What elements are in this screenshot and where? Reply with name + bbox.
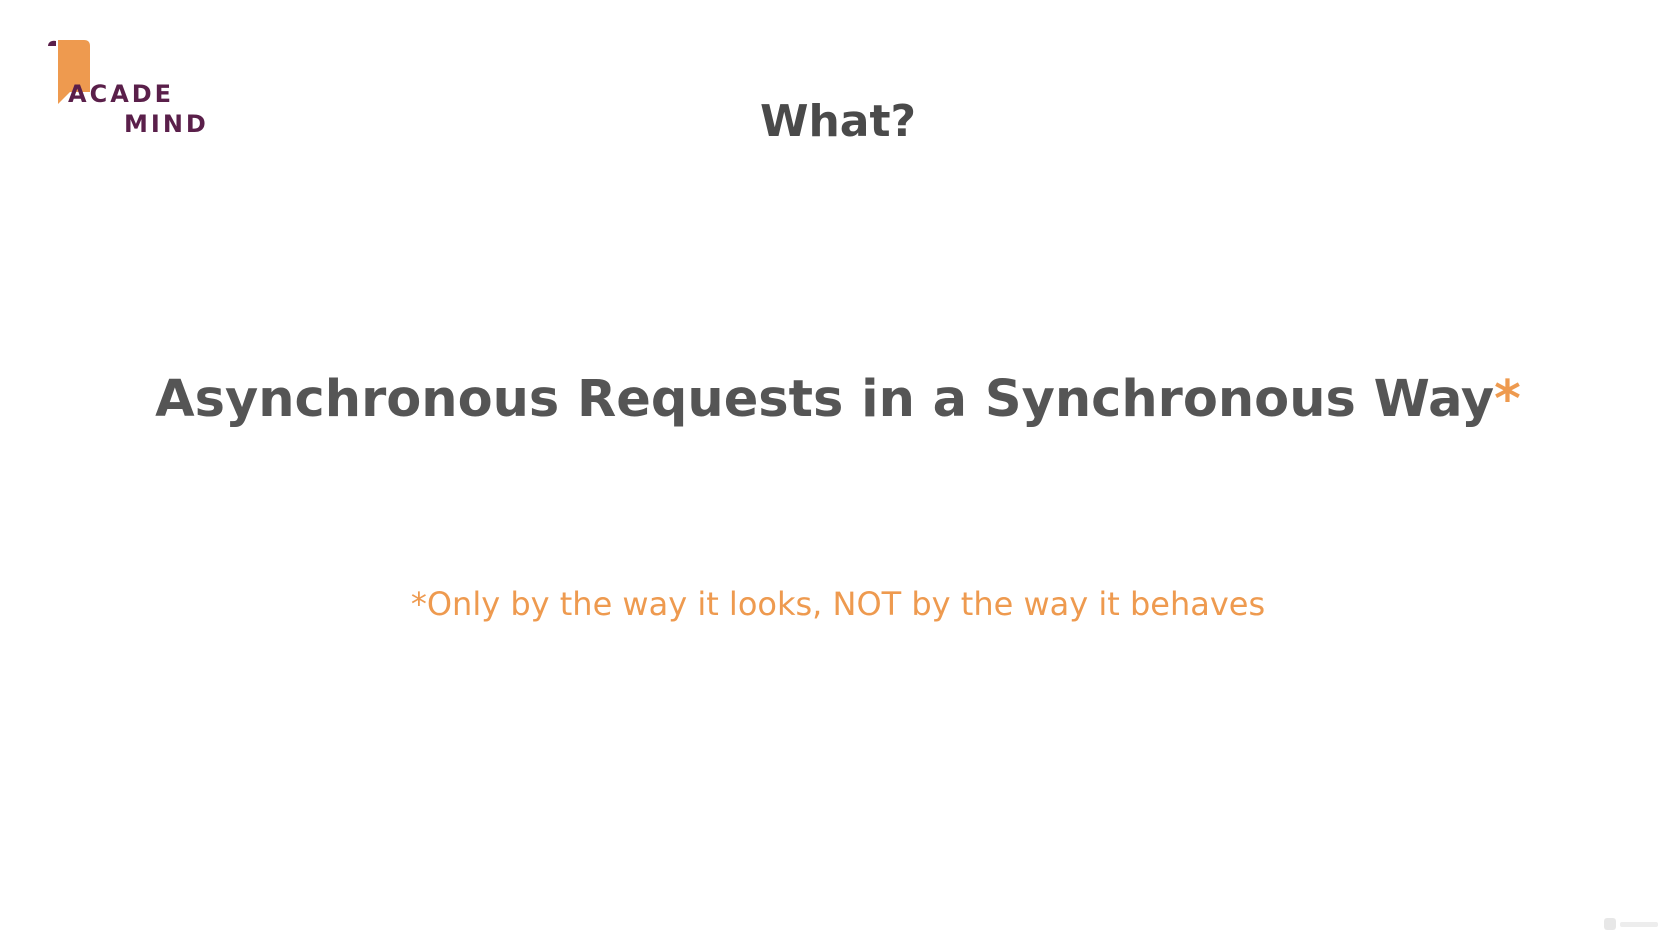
logo-text-top: ACADE <box>68 80 175 108</box>
slide-title: What? <box>759 96 917 147</box>
logo-text-bottom: MIND <box>124 110 209 138</box>
headline-text: Asynchronous Requests in a Synchronous W… <box>155 370 1495 429</box>
watermark-icon <box>1604 918 1658 930</box>
slide-headline: Asynchronous Requests in a Synchronous W… <box>0 370 1676 429</box>
slide-footnote: *Only by the way it looks, NOT by the wa… <box>410 585 1266 623</box>
logo-mark-icon <box>48 40 90 104</box>
academind-logo: ACADE MIND <box>46 40 216 140</box>
headline-asterisk: * <box>1494 370 1521 429</box>
